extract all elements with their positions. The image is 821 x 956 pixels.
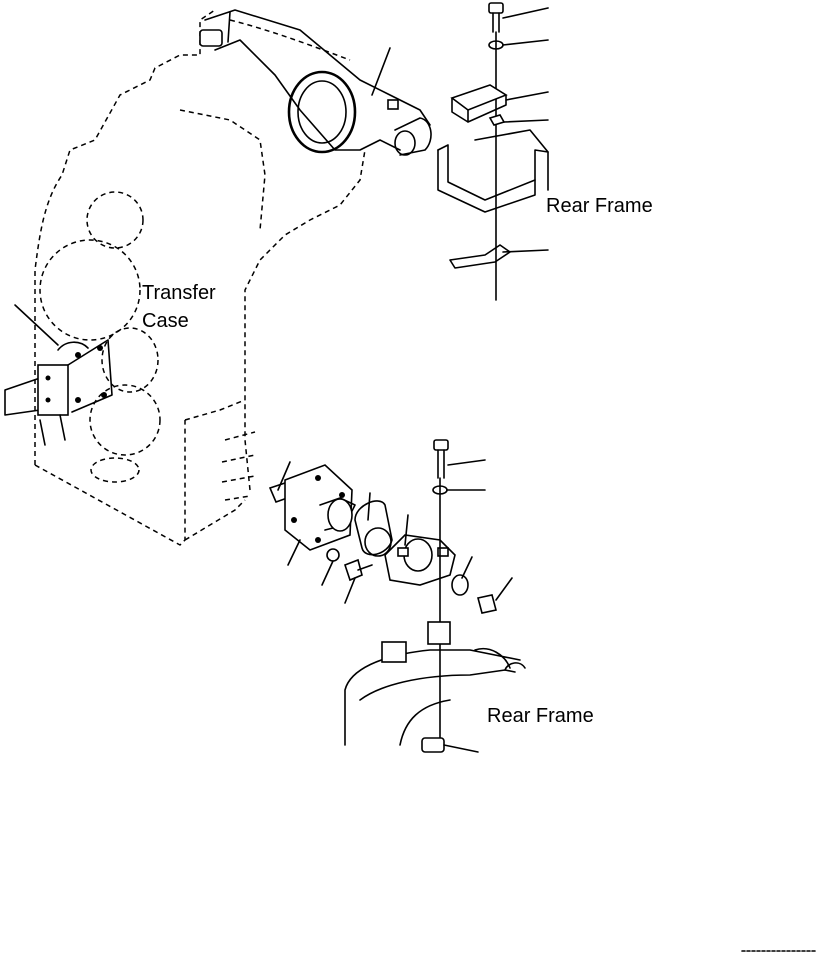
transfer-case-housing [34, 9, 366, 546]
rear-frame-top-label: Rear Frame [546, 195, 653, 217]
transfer-case-label-line2: Case [142, 310, 189, 332]
transfer-case-label-line1: Transfer [142, 282, 216, 304]
rear-frame-bottom-label: Rear Frame [487, 705, 594, 727]
support-bracket [199, 9, 432, 156]
rear-frame-bottom [344, 621, 526, 753]
rear-frame-top-parts [371, 2, 549, 301]
left-side-component [4, 304, 113, 446]
middle-mount-assembly [268, 439, 513, 746]
